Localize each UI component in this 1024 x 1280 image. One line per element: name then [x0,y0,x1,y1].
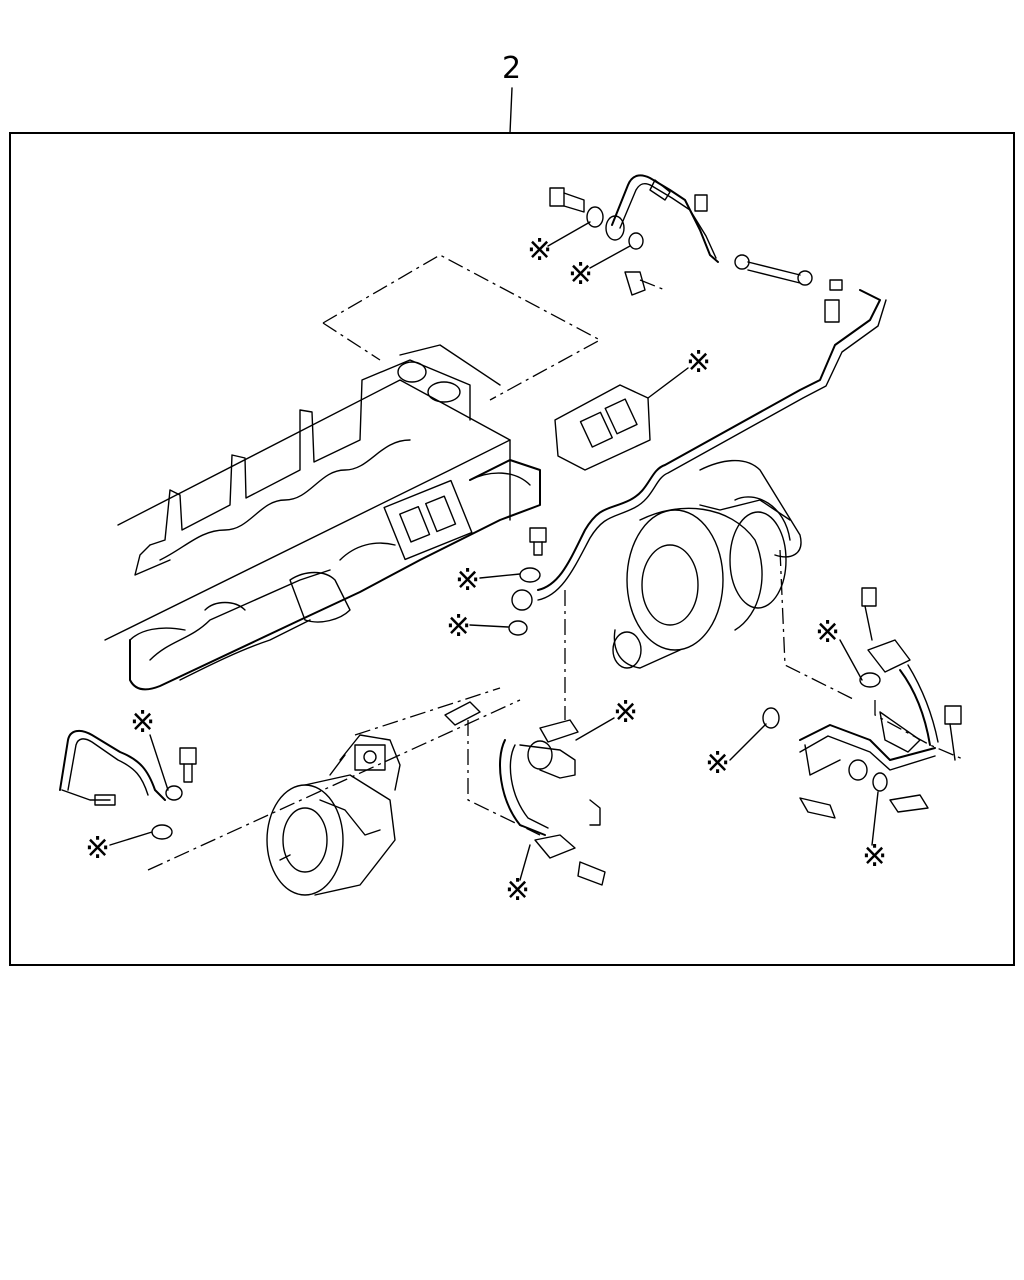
reference-mark: ※ [446,609,471,644]
hose-clamp [734,254,843,323]
exhaust-manifold [129,459,541,691]
fuel-pipe-left [59,729,197,840]
reference-mark: ※ [455,563,480,598]
reference-mark: ※ [130,705,155,740]
cylinder-head [104,344,511,641]
middle-pipe [444,701,606,886]
injection-pump [266,734,401,896]
reference-mark: ※ [613,695,638,730]
reference-mark: ※ [505,873,530,908]
reference-marks: ※ ※ ※ ※ ※ ※ ※ ※ ※ ※ ※ ※ [85,233,887,908]
oil-feed-pipe [511,289,887,611]
reference-mark: ※ [705,746,730,781]
mark-leaders [109,221,879,881]
assembly-lines [147,254,966,871]
upper-pipe [605,174,719,263]
reference-mark: ※ [527,233,552,268]
diagram-frame [9,132,1015,966]
banjo-bolt [549,187,646,296]
turbocharger [612,459,802,669]
turbo-gasket [554,384,651,471]
reference-mark: ※ [862,839,887,874]
callout-number: 2 [502,51,521,86]
callout-leader [509,87,513,134]
reference-mark: ※ [686,345,711,380]
reference-mark: ※ [815,615,840,650]
reference-mark: ※ [568,257,593,292]
oil-return-pipe [762,587,962,819]
washers-mid [508,527,547,636]
reference-mark: ※ [85,831,110,866]
